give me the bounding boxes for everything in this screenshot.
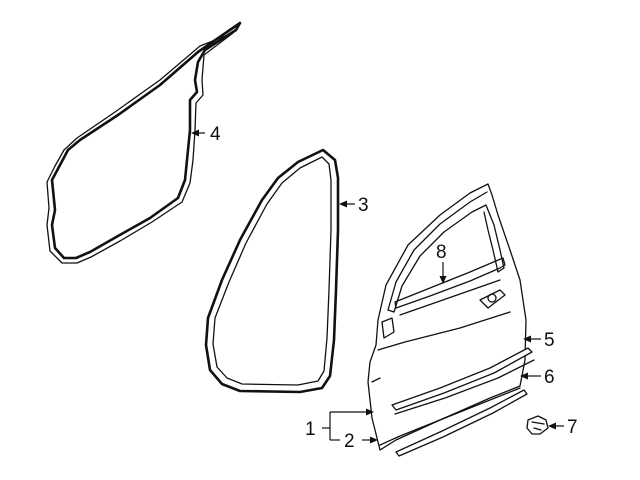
body-side-molding-icon	[391, 347, 535, 415]
callout-5: 5	[544, 330, 555, 351]
callout-4: 4	[210, 124, 221, 145]
lower-door-seal-icon	[379, 387, 521, 446]
molding-clip-icon	[526, 415, 549, 435]
lower-molding-strip-icon	[395, 389, 528, 457]
door-weatherstrip-icon	[204, 148, 340, 394]
callout-6: 6	[544, 367, 555, 388]
door-shell-icon	[367, 183, 527, 451]
callout-2: 2	[344, 431, 355, 452]
body-opening-weatherstrip-icon	[46, 21, 242, 264]
callout-1: 1	[305, 419, 316, 440]
callout-8: 8	[436, 242, 447, 263]
callout-3: 3	[358, 195, 369, 216]
leader-lines	[191, 129, 564, 444]
callout-7: 7	[567, 417, 578, 438]
